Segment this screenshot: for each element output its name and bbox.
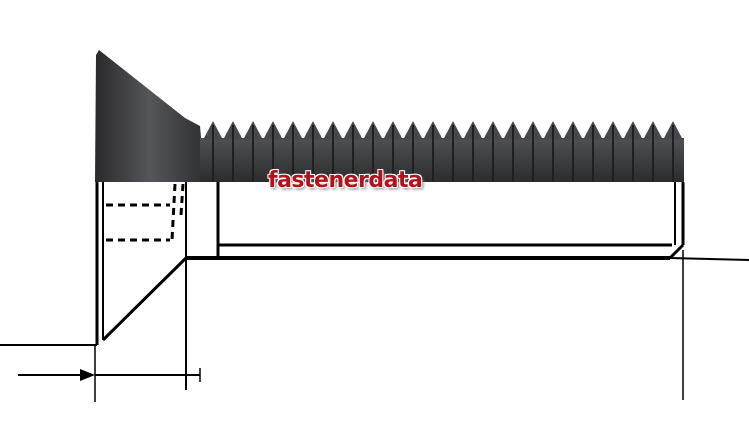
watermark-logo: fastenerdata — [268, 168, 423, 193]
technical-drawing-lines — [0, 182, 749, 402]
arrow-icon — [80, 369, 95, 381]
thread-teeth — [203, 121, 683, 182]
screw-shank — [200, 138, 684, 182]
countersink-slant — [101, 256, 188, 342]
hex-socket-hidden-lines — [106, 183, 185, 242]
screw-head — [95, 50, 205, 182]
